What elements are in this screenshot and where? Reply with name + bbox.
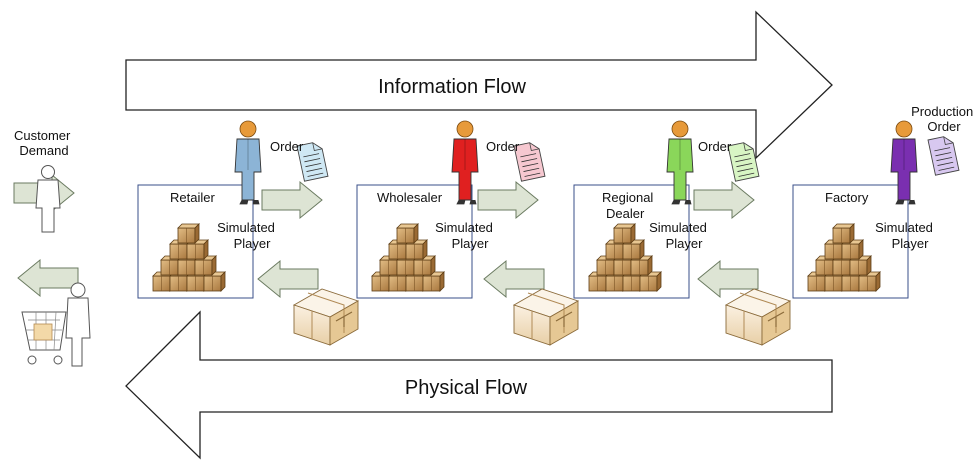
order-document-icon — [727, 142, 760, 182]
production-order-label: Production Order — [911, 104, 977, 134]
simulated-player-label: Player — [666, 236, 704, 251]
physical-flow-arrow — [125, 310, 833, 460]
order-flow-arrow — [261, 180, 323, 220]
stage-box — [137, 184, 254, 299]
simulated-player-label: Player — [452, 236, 490, 251]
inventory-boxes — [152, 223, 226, 292]
order-document-icon — [296, 142, 329, 182]
stage-name-retailer: Retailer — [170, 190, 215, 205]
stage-box — [356, 184, 473, 299]
inventory-boxes — [588, 223, 662, 292]
order-flow-arrow — [477, 180, 539, 220]
stage-name-regional: Regional — [602, 190, 653, 205]
goods-flow-arrow — [257, 259, 319, 299]
customer-figure — [35, 165, 61, 233]
goods-flow-arrow — [697, 259, 759, 299]
inventory-boxes — [807, 223, 881, 292]
shipment-package-icon — [512, 288, 580, 346]
person-icon — [666, 120, 694, 205]
customer-demand-label: Customer Demand — [14, 128, 74, 158]
order-label: Order — [486, 139, 520, 154]
physical-flow-label: Physical Flow — [405, 377, 528, 399]
order-document-icon — [927, 136, 960, 176]
simulated-player-label: Player — [892, 236, 930, 251]
simulated-player-label: Simulated — [435, 220, 493, 235]
simulated-player-label: Simulated — [875, 220, 933, 235]
stage-name-dealer: Dealer — [606, 206, 645, 221]
simulated-player-label: Simulated — [649, 220, 707, 235]
order-label: Order — [698, 139, 732, 154]
simulated-player-label: Player — [234, 236, 272, 251]
stage-box — [792, 184, 909, 299]
order-label: Order — [270, 139, 304, 154]
delivery-to-customer-arrow — [17, 258, 79, 298]
shipment-package-icon — [724, 288, 792, 346]
stage-name-wholesaler: Wholesaler — [377, 190, 443, 205]
stage-name-factory: Factory — [825, 190, 869, 205]
information-flow-label: Information Flow — [378, 76, 526, 98]
inventory-boxes — [371, 223, 445, 292]
simulated-player-label: Simulated — [217, 220, 275, 235]
person-icon — [451, 120, 479, 205]
stage-box — [573, 184, 690, 299]
goods-flow-arrow — [483, 259, 545, 299]
order-document-icon — [513, 142, 546, 182]
shopping-cart-customer — [21, 282, 91, 367]
information-flow-arrow — [125, 10, 833, 160]
person-icon — [234, 120, 262, 205]
order-flow-arrow — [693, 180, 755, 220]
shipment-package-icon — [292, 288, 360, 346]
person-icon — [890, 120, 918, 205]
